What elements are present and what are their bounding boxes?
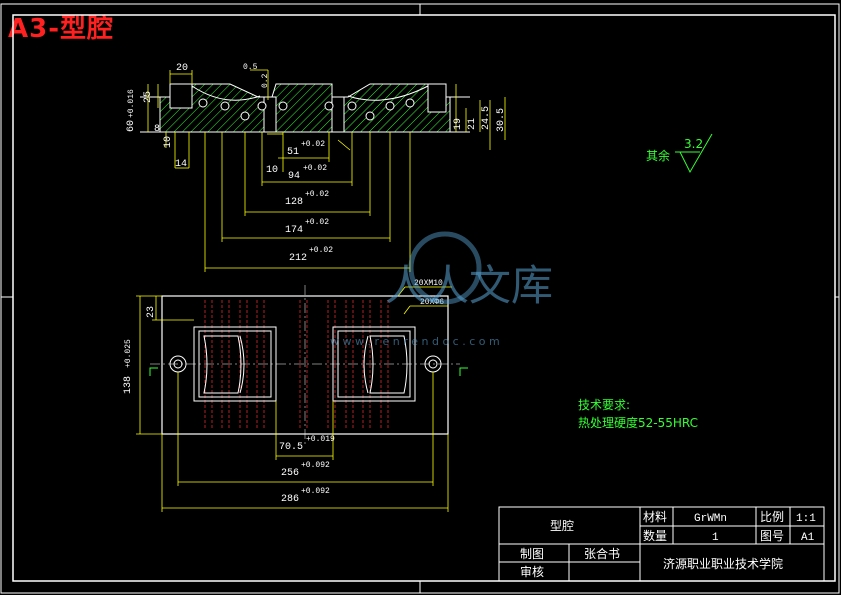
svg-text:审核: 审核: [520, 564, 544, 579]
svg-text:1:1: 1:1: [796, 513, 816, 525]
sheet-title: A3-型腔: [8, 14, 115, 44]
svg-text:138: 138: [123, 376, 134, 394]
svg-text:0.2: 0.2: [261, 73, 270, 88]
svg-text:技术要求:: 技术要求:: [578, 398, 630, 412]
svg-text:济源职业职业技术学院: 济源职业职业技术学院: [663, 556, 783, 571]
svg-text:174: 174: [285, 225, 303, 236]
svg-text:w w w . r e n r e n d o c . c: w w w . r e n r e n d o c . c o m: [330, 335, 500, 348]
section-view: [140, 83, 470, 133]
svg-text:制图: 制图: [520, 547, 544, 561]
svg-text:GrWMn: GrWMn: [694, 513, 727, 525]
roughness-symbol: 3.2 其余: [646, 133, 713, 174]
svg-text:型腔: 型腔: [550, 518, 574, 533]
svg-text:21: 21: [467, 118, 478, 130]
svg-text:A1: A1: [801, 532, 815, 544]
svg-text:30.5: 30.5: [496, 108, 507, 132]
svg-text:10: 10: [163, 136, 174, 148]
svg-text:人人文库: 人人文库: [385, 261, 553, 310]
svg-text:23: 23: [146, 306, 157, 318]
svg-text:+0.02: +0.02: [309, 246, 333, 255]
sheet-border: [0, 3, 840, 594]
svg-text:20XM10: 20XM10: [414, 279, 443, 288]
svg-text:256: 256: [281, 468, 299, 479]
svg-text:286: 286: [281, 494, 299, 505]
svg-text:10: 10: [266, 165, 278, 176]
svg-text:+0.092: +0.092: [301, 461, 330, 470]
svg-text:数量: 数量: [643, 528, 667, 543]
svg-text:+0.025: +0.025: [124, 339, 133, 368]
section-dimensions: [147, 69, 506, 272]
title-block: [498, 506, 825, 582]
svg-text:+0.019: +0.019: [306, 435, 335, 444]
hidden-channels: [204, 300, 389, 430]
svg-text:212: 212: [289, 253, 307, 264]
svg-text:8: 8: [154, 124, 160, 135]
svg-text:图号: 图号: [760, 529, 784, 543]
svg-text:+0.02: +0.02: [305, 218, 329, 227]
svg-text:14: 14: [175, 159, 187, 170]
svg-text:19: 19: [453, 118, 464, 130]
section-hatch: [159, 83, 451, 133]
svg-text:0.5: 0.5: [243, 63, 258, 72]
technical-notes: 技术要求: 热处理硬度52-55HRC: [578, 398, 698, 430]
title-block-text: 型腔 材料 GrWMn 比例 1:1 数量 1 图号 A1 制图 张合书 审核 …: [520, 510, 816, 579]
svg-text:20XΦ6: 20XΦ6: [420, 298, 444, 307]
svg-text:24.5: 24.5: [481, 106, 492, 130]
svg-text:70.5: 70.5: [279, 442, 303, 453]
svg-text:张合书: 张合书: [584, 546, 620, 561]
plan-dim-text: 138 +0.025 23 70.5 +0.019 256 +0.092 286…: [123, 279, 444, 505]
watermark: 人人文库 w w w . r e n r e n d o c . c o m: [330, 231, 553, 348]
svg-text:20: 20: [176, 63, 188, 74]
svg-text:51: 51: [287, 147, 299, 158]
svg-text:比例: 比例: [760, 510, 784, 524]
svg-text:+0.02: +0.02: [301, 140, 325, 149]
svg-text:1: 1: [712, 532, 719, 544]
plan-dimensions: [136, 286, 452, 512]
svg-text:128: 128: [285, 197, 303, 208]
svg-text:94: 94: [288, 171, 300, 182]
svg-text:材料: 材料: [643, 510, 667, 524]
svg-text:25: 25: [143, 91, 154, 103]
svg-text:+0.02: +0.02: [305, 190, 329, 199]
svg-text:其余: 其余: [646, 148, 670, 163]
svg-text:热处理硬度52-55HRC: 热处理硬度52-55HRC: [578, 415, 698, 430]
plan-view: [149, 285, 468, 445]
svg-text:+0.092: +0.092: [301, 487, 330, 496]
section-dim-text: 20 0.5 0.2 60 +0.016 25 8 10 14 10 51 +0…: [126, 63, 507, 264]
svg-text:3.2: 3.2: [684, 137, 703, 151]
svg-text:+0.02: +0.02: [303, 164, 327, 173]
svg-text:+0.016: +0.016: [127, 89, 136, 118]
svg-text:60: 60: [126, 120, 137, 132]
